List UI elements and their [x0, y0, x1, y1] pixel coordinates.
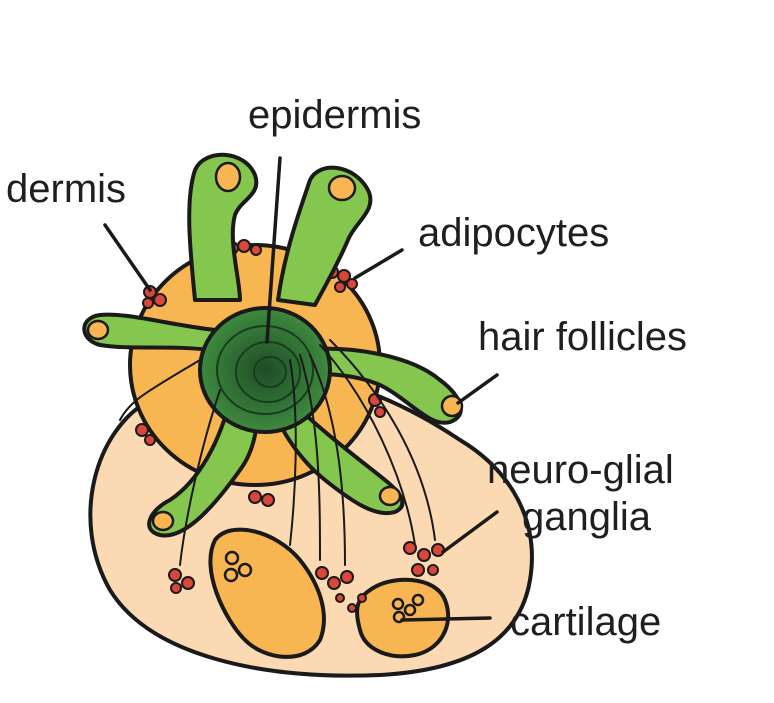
label-epidermis: epidermis: [248, 93, 421, 137]
hair-follicles-leader: [456, 373, 499, 405]
label-neuro-glial: neuro-glial: [487, 448, 674, 492]
dermis-leader: [103, 223, 152, 292]
label-hair-follicles: hair follicles: [478, 315, 687, 359]
adipocytes-leader: [353, 248, 404, 280]
cartilage-leader: [400, 616, 492, 622]
hair-follicles: [82, 152, 464, 538]
epidermis-core: [198, 306, 332, 434]
hair-follicle-bottom-right: [270, 398, 405, 516]
cartilage-blob-left: [208, 527, 326, 659]
hair-follicle-left: [82, 312, 217, 352]
label-adipocytes: adipocytes: [418, 211, 609, 255]
label-dermis: dermis: [6, 167, 126, 211]
hair-follicle-right: [298, 346, 463, 425]
hair-follicle-top-left: [187, 152, 259, 302]
hair-follicle-bottom-left: [147, 398, 259, 538]
label-cartilage: cartilage: [510, 600, 661, 644]
epidermis-leader: [265, 156, 282, 344]
hair-follicle-top-right: [276, 165, 373, 307]
ganglia-leader: [441, 510, 499, 554]
ganglia-dots: [168, 541, 445, 613]
label-ganglia: ganglia: [522, 495, 652, 539]
cartilage-region: [208, 527, 451, 659]
nerve-fibres: [119, 339, 436, 566]
